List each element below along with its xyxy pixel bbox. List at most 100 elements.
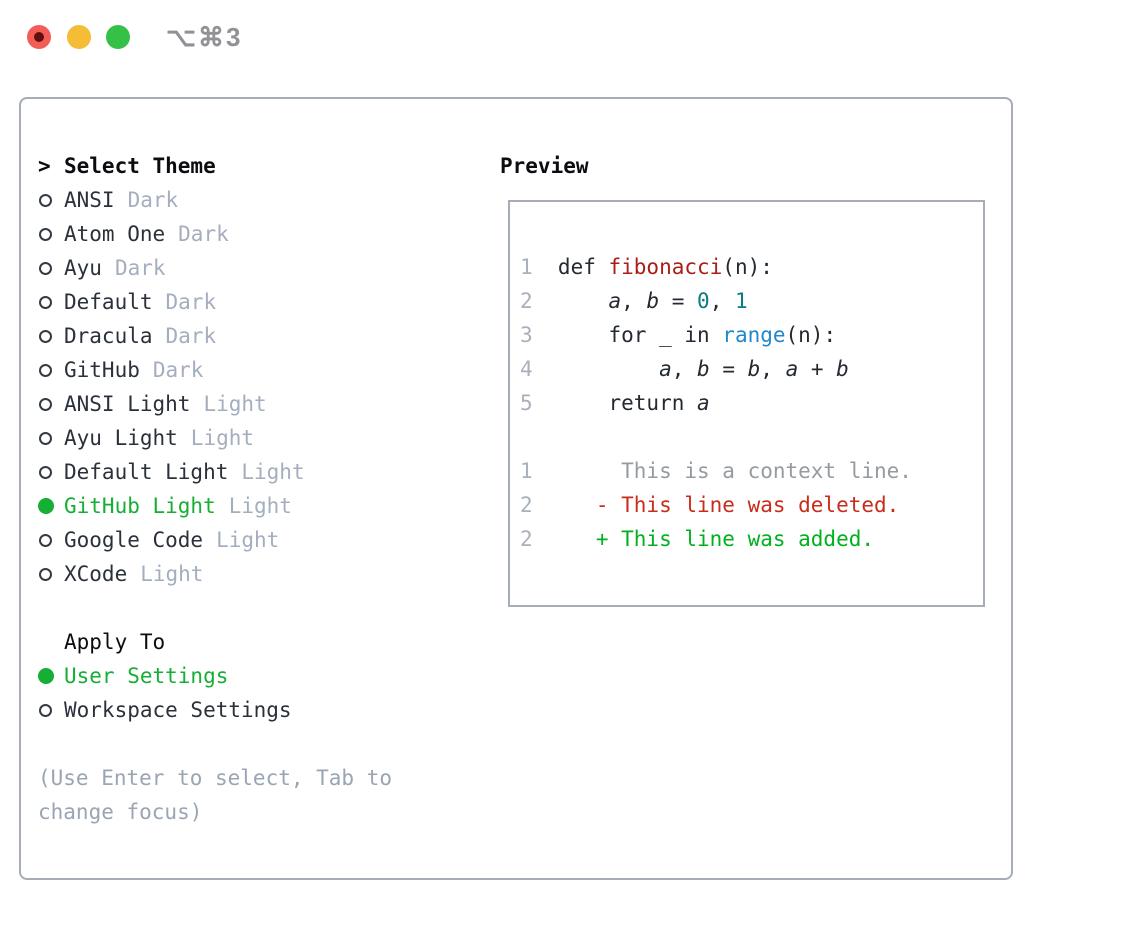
apply-to-title: Apply To bbox=[64, 630, 166, 654]
line-number: 2 bbox=[520, 289, 533, 313]
apply-option-label: Workspace Settings bbox=[64, 698, 292, 722]
line-number: 5 bbox=[520, 391, 533, 415]
apply-option-user-settings[interactable]: User Settings bbox=[38, 659, 478, 693]
code-token-plain: = bbox=[659, 289, 698, 313]
code-token-number: 0 bbox=[697, 289, 710, 313]
code-line: 5 return a bbox=[520, 386, 983, 420]
code-token-added: + This line was added. bbox=[557, 527, 874, 551]
preview-heading: Preview bbox=[500, 154, 589, 178]
radio-selected-icon bbox=[38, 498, 64, 514]
theme-option-label: Google Code bbox=[64, 528, 204, 552]
theme-option-default[interactable]: Default Dark bbox=[38, 285, 478, 319]
theme-option-label: ANSI bbox=[64, 188, 115, 212]
keyboard-hint-text: (Use Enter to select, Tab to change focu… bbox=[38, 766, 393, 824]
code-token-plain: , bbox=[709, 289, 735, 313]
code-token-variable: a bbox=[608, 289, 622, 313]
theme-option-label: Dracula bbox=[64, 324, 153, 348]
code-token-variable: a bbox=[659, 357, 672, 381]
radio-selected-icon bbox=[38, 668, 64, 684]
radio-icon bbox=[38, 533, 64, 547]
theme-option-label: Default Light bbox=[64, 460, 229, 484]
code-preview: 1 def fibonacci(n): 2 a, b = 0, 1 3 for _ i… bbox=[520, 250, 983, 556]
code-line: 2 - This line was deleted. bbox=[520, 488, 983, 522]
code-token-context: This is a context line. bbox=[557, 459, 912, 483]
code-token-function: fibonacci bbox=[608, 255, 723, 279]
theme-option-label: GitHub bbox=[64, 358, 140, 382]
code-line: 2 a, b = 0, 1 bbox=[520, 284, 983, 318]
radio-icon bbox=[38, 363, 64, 377]
title-bar: ⌥⌘3 bbox=[0, 0, 1140, 74]
radio-icon bbox=[38, 295, 64, 309]
code-token-plain: return bbox=[557, 391, 697, 415]
line-number: 1 bbox=[520, 459, 533, 483]
minimize-button[interactable] bbox=[67, 25, 91, 49]
code-token-variable: b bbox=[646, 289, 660, 313]
theme-variant-tag: Dark bbox=[127, 188, 179, 212]
theme-option-label: ANSI Light bbox=[64, 392, 191, 416]
code-token-keyword: def bbox=[557, 255, 609, 279]
theme-option-ansi-light[interactable]: ANSI Light Light bbox=[38, 387, 478, 421]
code-token-variable: a bbox=[785, 357, 799, 381]
radio-icon bbox=[38, 465, 64, 479]
zoom-button[interactable] bbox=[106, 25, 130, 49]
focus-caret-icon: > bbox=[38, 154, 51, 178]
theme-option-github[interactable]: GitHub Dark bbox=[38, 353, 478, 387]
code-token-variable: b bbox=[747, 357, 761, 381]
radio-icon bbox=[38, 329, 64, 343]
close-button[interactable] bbox=[27, 25, 51, 49]
theme-option-label: Ayu bbox=[64, 256, 102, 280]
code-token-plain: = bbox=[709, 357, 748, 381]
radio-icon bbox=[38, 703, 64, 717]
theme-variant-tag: Light bbox=[241, 460, 305, 484]
code-token-variable: b bbox=[697, 357, 710, 381]
theme-option-label: Ayu Light bbox=[64, 426, 178, 450]
code-token-plain: + bbox=[798, 357, 837, 381]
apply-option-workspace-settings[interactable]: Workspace Settings bbox=[38, 693, 478, 727]
radio-icon bbox=[38, 397, 64, 411]
radio-icon bbox=[38, 227, 64, 241]
apply-to-heading: Apply To bbox=[38, 625, 478, 659]
code-line bbox=[520, 420, 983, 454]
line-number bbox=[520, 420, 533, 454]
radio-icon bbox=[38, 193, 64, 207]
theme-option-label: Default bbox=[64, 290, 153, 314]
theme-option-label: Atom One bbox=[64, 222, 166, 246]
code-token-plain bbox=[558, 352, 659, 386]
code-token-plain: for _ in bbox=[557, 323, 723, 347]
code-token-builtin: range bbox=[722, 323, 786, 347]
code-token-plain bbox=[558, 284, 609, 318]
theme-option-ayu-light[interactable]: Ayu Light Light bbox=[38, 421, 478, 455]
line-number: 4 bbox=[520, 357, 533, 381]
theme-option-atom-one[interactable]: Atom One Dark bbox=[38, 217, 478, 251]
theme-variant-tag: Dark bbox=[165, 290, 217, 314]
code-token-plain: , bbox=[671, 357, 698, 381]
theme-option-ansi[interactable]: ANSI Dark bbox=[38, 183, 478, 217]
line-number: 3 bbox=[520, 323, 533, 347]
theme-option-label: XCode bbox=[64, 562, 128, 586]
code-token-variable: a bbox=[697, 391, 710, 415]
window-title: ⌥⌘3 bbox=[166, 22, 243, 52]
theme-variant-tag: Light bbox=[190, 426, 255, 450]
radio-icon bbox=[38, 261, 64, 275]
theme-variant-tag: Dark bbox=[152, 358, 204, 382]
code-line: 1 This is a context line. bbox=[520, 454, 983, 488]
code-token-deleted: - This line was deleted. bbox=[557, 493, 900, 517]
code-token-variable: b bbox=[836, 357, 849, 381]
code-token-number: 1 bbox=[735, 289, 748, 313]
theme-variant-tag: Dark bbox=[178, 222, 229, 246]
code-token-plain: (n): bbox=[722, 255, 773, 279]
line-number: 2 bbox=[520, 527, 533, 551]
theme-variant-tag: Light bbox=[203, 392, 267, 416]
select-theme-title: Select Theme bbox=[64, 154, 216, 178]
preview-box: 1 def fibonacci(n): 2 a, b = 0, 1 3 for _ i… bbox=[508, 200, 985, 607]
theme-option-default-light[interactable]: Default Light Light bbox=[38, 455, 478, 489]
apply-option-label: User Settings bbox=[64, 664, 229, 688]
